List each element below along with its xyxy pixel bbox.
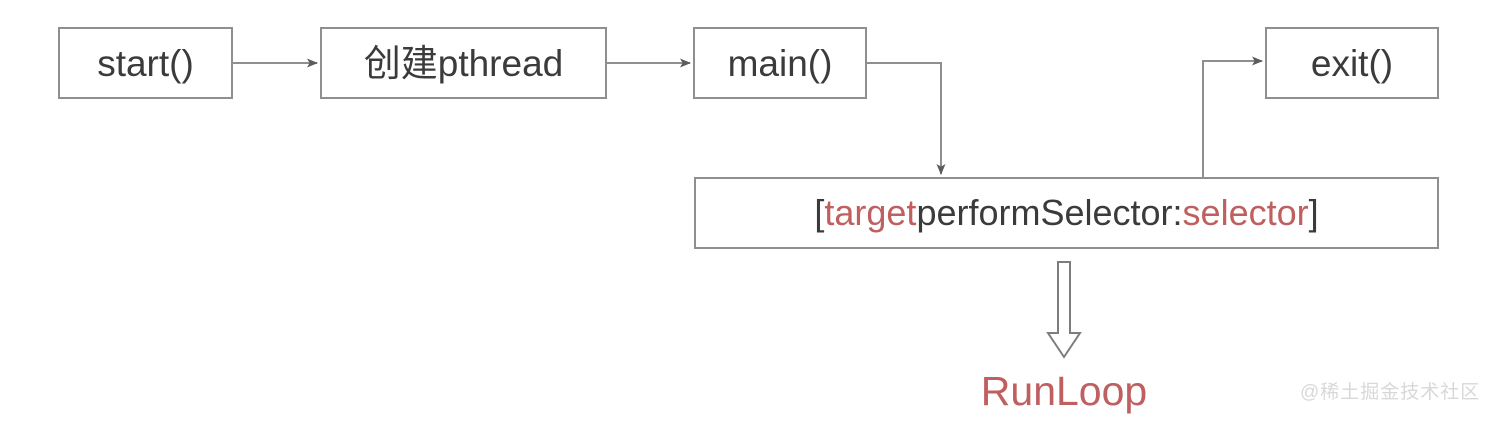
node-exit[interactable]: exit()	[1265, 27, 1439, 99]
node-exit-label: exit()	[1310, 42, 1394, 84]
watermark: @稀土掘金技术社区	[1300, 382, 1481, 403]
edge-perform-selector-to-exit	[1202, 56, 1263, 177]
node-main[interactable]: main()	[693, 27, 867, 99]
node-main-label: main()	[727, 42, 833, 84]
perform-selector-selector: selector	[1182, 192, 1309, 233]
node-create-pthread[interactable]: 创建pthread	[320, 27, 607, 99]
edge-perform-selector-to-runloop	[1046, 261, 1082, 359]
perform-selector-open-bracket: [	[814, 192, 825, 233]
perform-selector-target: target	[824, 192, 917, 233]
edge-main-to-perform-selector	[867, 62, 946, 175]
perform-selector-message: performSelector:	[916, 192, 1183, 233]
node-perform-selector[interactable]: [target performSelector:selector]	[694, 177, 1439, 249]
node-create-pthread-label: 创建pthread	[363, 42, 564, 84]
node-start[interactable]: start()	[58, 27, 233, 99]
node-start-label: start()	[97, 42, 194, 84]
perform-selector-close-bracket: ]	[1308, 192, 1319, 233]
runloop-label: RunLoop	[980, 368, 1148, 414]
